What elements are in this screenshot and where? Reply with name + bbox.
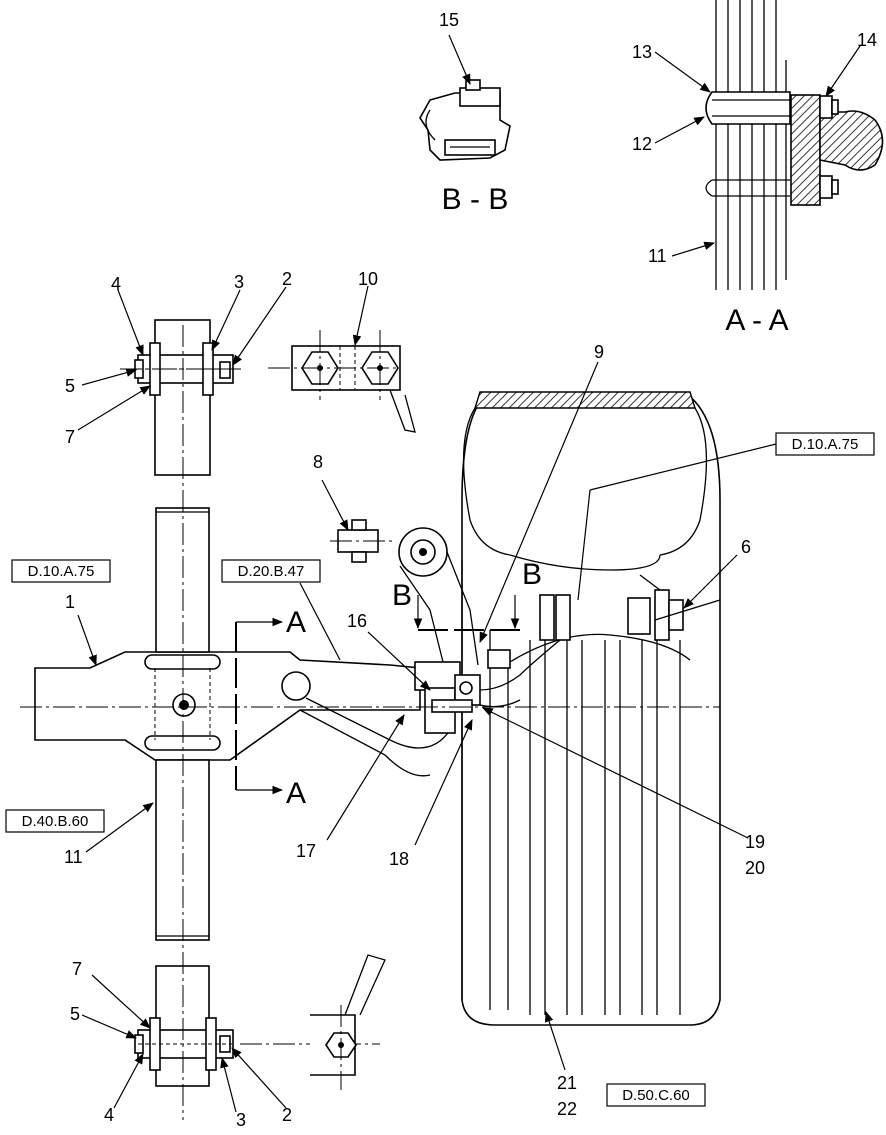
leader-14 <box>825 45 861 97</box>
axle-beam <box>34 651 421 761</box>
clamp-plate-hatched <box>790 94 821 206</box>
leader-6 <box>683 554 738 609</box>
leader-7-top <box>77 385 151 431</box>
section-label-a-top: A <box>286 606 306 639</box>
section-mark-a <box>235 617 284 795</box>
section-label-b-left: B <box>392 579 412 612</box>
callout-12: 12 <box>632 134 652 154</box>
leader-4-top <box>117 289 144 357</box>
callout-11-aa: 11 <box>648 246 667 266</box>
leader-ref-d20b47 <box>299 582 341 661</box>
callout-4-top: 4 <box>111 274 121 294</box>
callout-13: 13 <box>632 42 652 62</box>
bracket-10 <box>268 330 416 433</box>
leader-5-bot <box>81 1014 137 1039</box>
leader-2-top <box>232 286 287 366</box>
callout-1: 1 <box>65 592 75 612</box>
callout-14: 14 <box>857 30 877 50</box>
callout-10: 10 <box>358 269 378 289</box>
ref-box-4 <box>5 809 105 833</box>
leader-1 <box>77 614 97 667</box>
leader-3-top <box>211 289 241 351</box>
leader-3-bot <box>220 1056 237 1113</box>
ref-box-5 <box>606 1083 706 1107</box>
callout-3-top: 3 <box>234 272 244 292</box>
ref-box-1 <box>11 559 111 583</box>
callout-19: 19 <box>745 832 765 852</box>
leader-10 <box>352 285 369 347</box>
leader-17 <box>326 714 405 841</box>
callout-6: 6 <box>741 537 751 557</box>
callout-11: 11 <box>64 847 83 867</box>
callout-21: 21 <box>557 1073 577 1093</box>
leader-11-aa <box>671 241 716 257</box>
tire <box>461 391 721 1026</box>
top-pin-assembly <box>134 319 234 476</box>
leader-15 <box>448 34 471 85</box>
callout-5-bot: 5 <box>70 1004 80 1024</box>
leader-12 <box>654 116 705 144</box>
leader-16 <box>367 631 431 691</box>
section-bb-view <box>419 79 511 161</box>
callout-7-top: 7 <box>65 427 75 447</box>
bottom-pin-assembly <box>134 965 234 1087</box>
leader-9 <box>479 361 599 643</box>
callout-4-bot: 4 <box>104 1105 114 1125</box>
callout-20: 20 <box>745 858 765 878</box>
callout-22: 22 <box>557 1099 577 1119</box>
ref-box-2-text: D.20.B.47 <box>238 563 305 580</box>
callout-16: 16 <box>347 611 367 631</box>
leader-2-bot <box>231 1047 287 1109</box>
ref-box-2 <box>221 559 321 583</box>
leader-19-20 <box>482 707 749 839</box>
section-label-b-right: B <box>522 558 542 591</box>
callout-2-top: 2 <box>282 269 292 289</box>
leader-4-bot <box>113 1053 144 1109</box>
leader-11 <box>85 802 154 853</box>
callout-17: 17 <box>296 841 316 861</box>
callout-5-top: 5 <box>65 376 75 396</box>
section-label-a-bottom: A <box>286 777 306 810</box>
ref-box-4-text: D.40.B.60 <box>22 813 89 830</box>
leader-21-22 <box>544 1010 566 1071</box>
bracket-bottom <box>310 954 386 1090</box>
ref-box-3-text: D.10.A.75 <box>792 436 859 453</box>
leader-5-top <box>81 368 138 386</box>
leader-7-bot <box>91 974 151 1029</box>
section-label-bb: B - B <box>442 183 509 216</box>
callout-15: 15 <box>439 10 459 30</box>
section-aa-view <box>705 0 884 290</box>
callout-7-bot: 7 <box>72 959 82 979</box>
callout-2-bot: 2 <box>282 1105 292 1125</box>
callout-8: 8 <box>313 452 323 472</box>
callout-18: 18 <box>389 849 409 869</box>
leader-13 <box>654 51 711 93</box>
callout-9: 9 <box>594 342 604 362</box>
steering-linkage <box>20 519 720 777</box>
leader-ref-d10a75-right-2 <box>577 489 591 601</box>
section-mark-b <box>413 595 525 631</box>
callout-3-bot: 3 <box>236 1110 246 1130</box>
ref-box-3 <box>775 432 875 456</box>
leader-18 <box>414 719 473 846</box>
section-label-aa: A - A <box>725 304 788 337</box>
ref-box-1-text: D.10.A.75 <box>28 563 95 580</box>
leader-ref-d10a75-right <box>589 443 777 491</box>
ref-box-5-text: D.50.C.60 <box>622 1087 690 1104</box>
leader-8 <box>321 479 349 531</box>
